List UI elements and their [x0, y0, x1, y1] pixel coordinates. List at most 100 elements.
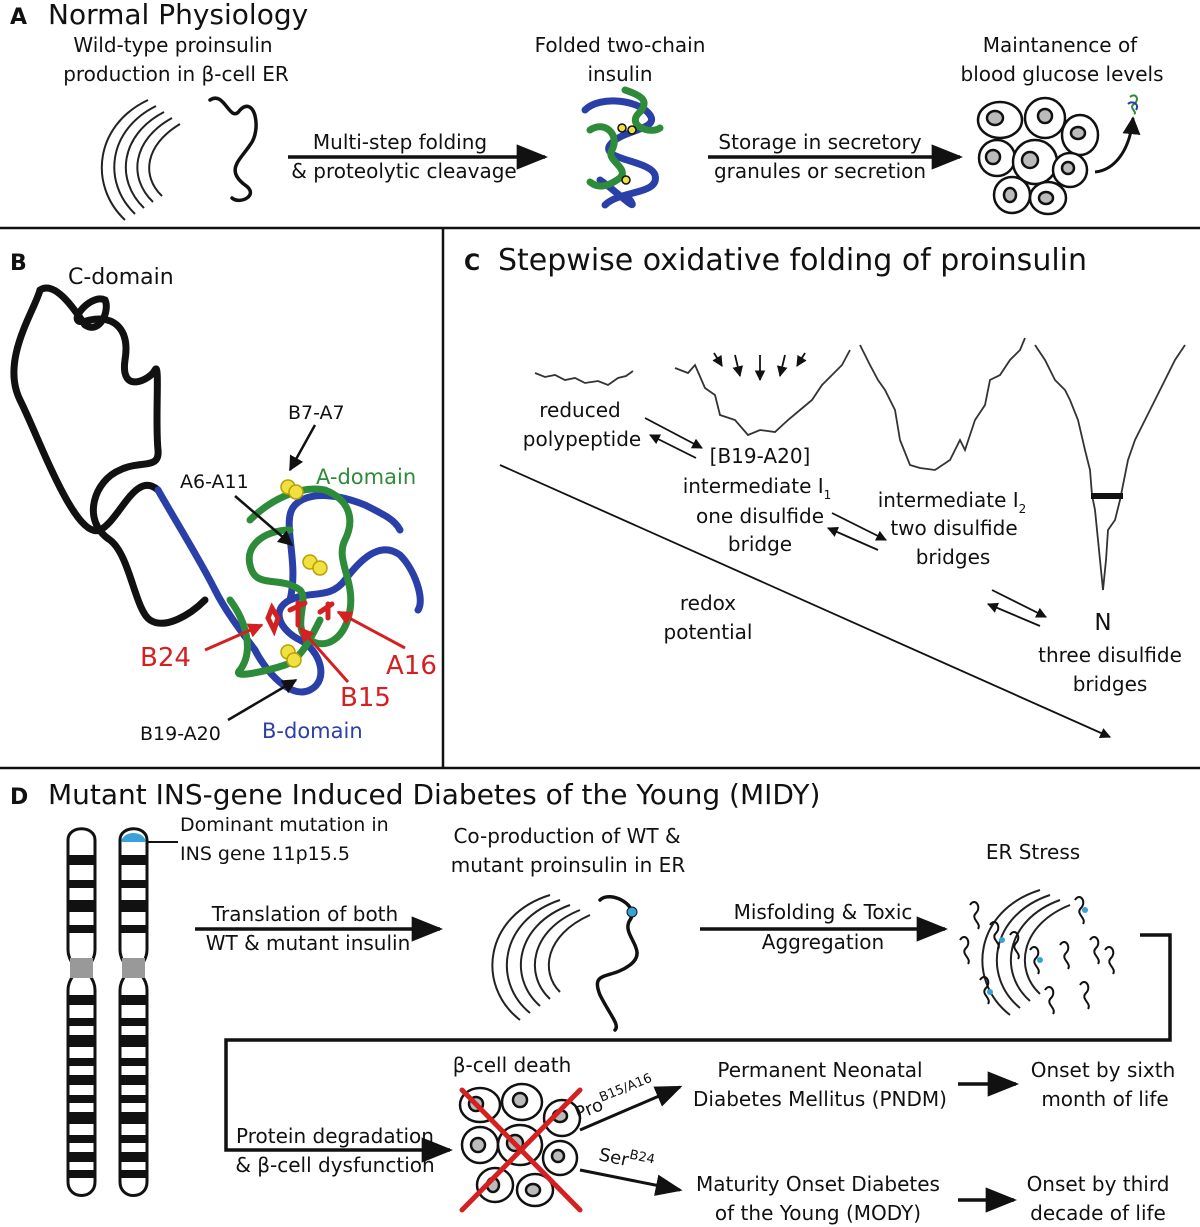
bond-b7a7-pointer	[288, 424, 317, 472]
secreted-insulin-icon	[1127, 94, 1138, 115]
pndm-onset-label-2: month of life	[1041, 1087, 1168, 1111]
mutation-label-2: INS gene 11p15.5	[180, 843, 350, 865]
c-domain-chain	[10, 284, 209, 627]
bond-b19a20-label: B19-A20	[140, 723, 221, 745]
storage-arrow-label-2: granules or secretion	[714, 159, 926, 183]
folding-arrow-label-2: & proteolytic cleavage	[291, 159, 516, 183]
mutation-band	[121, 833, 146, 842]
redox-label-2: potential	[664, 620, 753, 644]
panel-c-letter: C	[464, 251, 480, 276]
panel-a: A Normal Physiology Wild-type proinsulin…	[10, 0, 1164, 221]
native-state-label: N	[1094, 610, 1111, 636]
a-domain-label: A-domain	[316, 465, 416, 489]
cell-death-cross-icon	[459, 1087, 583, 1213]
bond-a6a11-pointer	[234, 495, 294, 546]
bond-b19a20-pointer	[227, 678, 298, 722]
folding-arrow-label-1: Multi-step folding	[313, 130, 487, 154]
native-label-2: bridges	[1073, 672, 1148, 696]
redox-gradient-arrow	[499, 464, 1111, 738]
misfolding-arrow-label-1: Misfolding & Toxic	[734, 900, 913, 924]
dead-beta-cell-cluster-icon	[458, 1082, 582, 1208]
degradation-label-1: Protein degradation	[236, 1124, 434, 1148]
native-label-1: three disulfide	[1038, 643, 1182, 667]
panel-d-letter: D	[10, 785, 28, 810]
ser-mutation-label: SerB24	[597, 1141, 656, 1176]
mody-label-2: of the Young (MODY)	[715, 1201, 921, 1225]
reduced-label-2: polypeptide	[523, 427, 641, 451]
mutation-label-1: Dominant mutation in	[180, 814, 389, 836]
storage-arrow-label-1: Storage in secretory	[718, 130, 921, 154]
redox-label-1: redox	[680, 591, 736, 615]
folded-insulin-label-1: Folded two-chain	[535, 33, 706, 57]
panel-b-letter: B	[10, 251, 27, 276]
disulfide-spheres	[280, 479, 328, 668]
energy-landscape	[534, 337, 1186, 591]
panel-b: B C-domain B7-A7 A6-A11 A-domain B19-A20…	[10, 251, 437, 745]
equilibrium-arrows-3	[987, 589, 1047, 627]
i2-label-1: intermediate I2	[878, 488, 1027, 516]
bond-a6a11-label: A6-A11	[180, 471, 249, 493]
bond-b7a7-label: B7-A7	[288, 402, 345, 424]
c-domain-label: C-domain	[68, 265, 174, 290]
panel-dividers	[0, 226, 1200, 770]
er-stress-aggregates-icon	[959, 889, 1115, 1016]
glucose-label-2: blood glucose levels	[961, 62, 1164, 86]
beta-cell-death-label: β-cell death	[453, 1053, 572, 1077]
residue-b24-label: B24	[140, 643, 191, 673]
equilibrium-arrows-1	[644, 417, 703, 459]
residue-a16-pointer	[336, 610, 406, 650]
i1-label-2: intermediate I1	[683, 474, 832, 502]
chromosome-pair-icon	[66, 827, 149, 1197]
translation-arrow-label-1: Translation of both	[211, 902, 398, 926]
mody-onset-label-1: Onset by third	[1027, 1172, 1170, 1196]
native-state-bar	[1091, 493, 1123, 499]
residue-b24-pointer	[204, 623, 264, 652]
pndm-onset-label-1: Onset by sixth	[1031, 1058, 1176, 1082]
residue-a16-label: A16	[386, 651, 437, 681]
folded-insulin-label-2: insulin	[587, 62, 652, 86]
coprod-label-1: Co-production of WT &	[453, 824, 680, 848]
pndm-label-2: Diabetes Mellitus (PNDM)	[693, 1087, 947, 1111]
pndm-branch-arrow	[579, 1085, 683, 1132]
secretion-arrow	[1094, 116, 1141, 174]
mutation-residues	[265, 600, 335, 637]
i2-label-3: bridges	[916, 545, 991, 569]
panel-d: D Mutant INS-gene Induced Diabetes of th…	[10, 778, 1175, 1225]
i1-label-1: [B19-A20]	[710, 444, 811, 468]
insulin-structure-icon	[581, 86, 664, 209]
er-stress-label: ER Stress	[986, 840, 1080, 864]
residue-b15-pointer	[298, 626, 350, 683]
pndm-label-1: Permanent Neonatal	[717, 1058, 922, 1082]
panel-c: C Stepwise oxidative folding of proinsul…	[464, 243, 1186, 738]
panel-c-title: Stepwise oxidative folding of proinsulin	[498, 243, 1087, 278]
i1-label-3: one disulfide	[696, 504, 824, 528]
coprod-label-2: mutant proinsulin in ER	[451, 853, 686, 877]
mody-branch-arrow	[579, 1168, 683, 1196]
b-domain-label: B-domain	[262, 719, 363, 743]
beta-cell-cluster-icon	[976, 96, 1100, 216]
funnel-arrows	[712, 352, 807, 382]
glucose-label-1: Maintanence of	[983, 33, 1138, 57]
i1-label-4: bridge	[728, 532, 792, 556]
panel-d-title: Mutant INS-gene Induced Diabetes of the …	[48, 778, 820, 811]
equilibrium-arrows-2	[827, 512, 887, 551]
wt-proinsulin-label-1: Wild-type proinsulin	[73, 33, 272, 57]
er-mutant-icon	[491, 894, 591, 1021]
proinsulin-strand-icon	[208, 96, 258, 203]
panel-a-title: Normal Physiology	[48, 0, 308, 31]
panel-a-letter: A	[10, 5, 27, 30]
mutation-site-icon	[626, 906, 638, 918]
translation-arrow-label-2: WT & mutant insulin	[206, 931, 411, 955]
degradation-label-2: & β-cell dysfunction	[235, 1153, 434, 1177]
mutant-proinsulin-strand-icon	[595, 895, 639, 1032]
residue-b15-label: B15	[340, 683, 391, 713]
wt-proinsulin-label-2: production in β-cell ER	[63, 62, 289, 86]
er-icon	[100, 99, 181, 221]
reduced-label-1: reduced	[539, 398, 620, 422]
er-stress-connector	[224, 933, 1172, 1163]
i2-label-2: two disulfide	[890, 516, 1017, 540]
mody-onset-label-2: decade of life	[1030, 1201, 1166, 1225]
misfolding-arrow-label-2: Aggregation	[762, 930, 884, 954]
mody-label-1: Maturity Onset Diabetes	[696, 1172, 940, 1196]
